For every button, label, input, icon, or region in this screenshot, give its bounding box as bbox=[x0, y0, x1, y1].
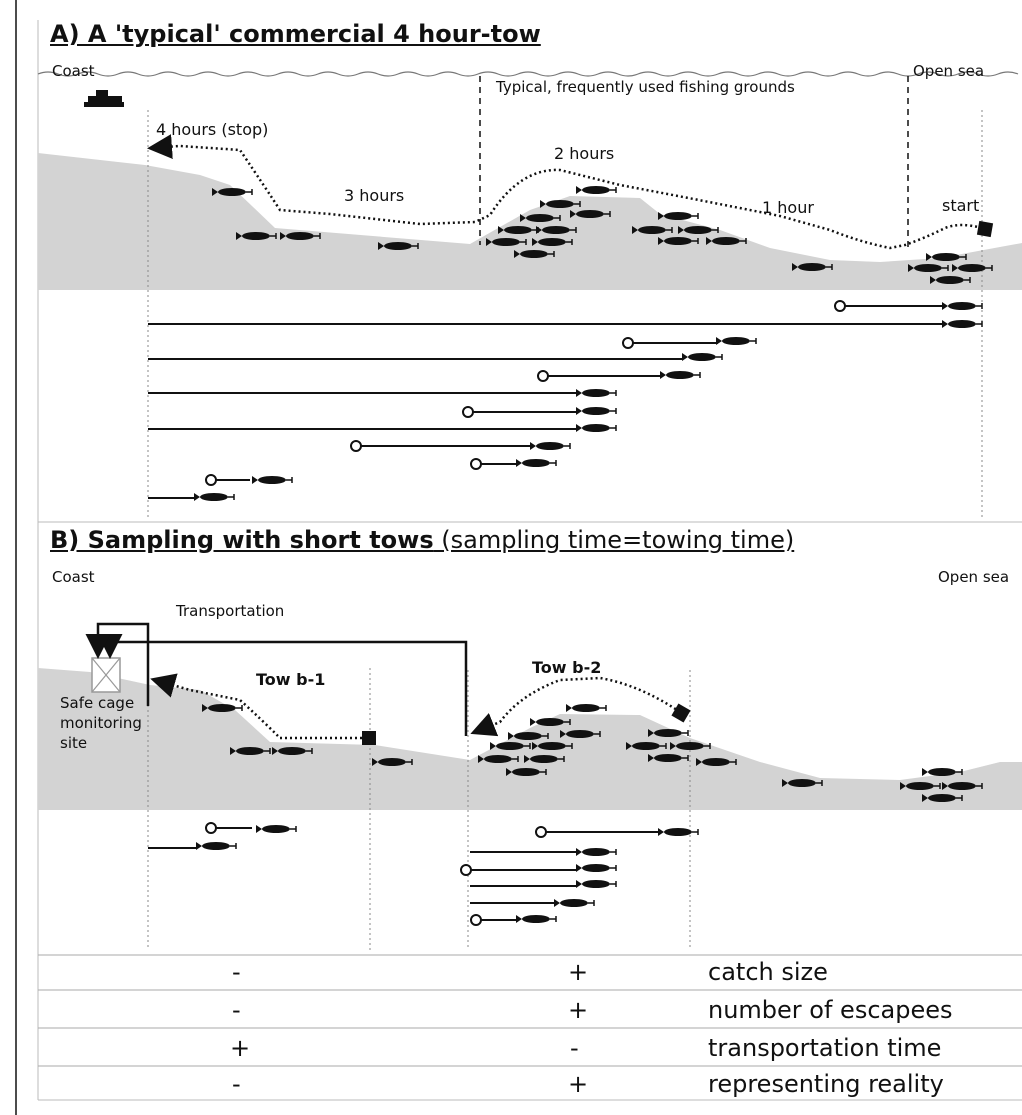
transport-time-label: transportation time bbox=[708, 1034, 942, 1062]
fishing-grounds-label: Typical, frequently used fishing grounds bbox=[496, 78, 795, 96]
section-a bbox=[37, 71, 1022, 520]
seabed-a bbox=[38, 153, 1022, 290]
cage-label-line1: Safe cage bbox=[60, 694, 135, 712]
net-start-marker-b1 bbox=[362, 731, 376, 745]
tow-b1-label: Tow b-1 bbox=[256, 670, 326, 689]
reality-b1: - bbox=[232, 1070, 241, 1098]
transport-arrow-b1 bbox=[85, 622, 150, 706]
escapees-b2: + bbox=[568, 996, 589, 1024]
section-b-title-rest: (sampling time=towing time) bbox=[433, 526, 795, 554]
transport-time-b1: + bbox=[230, 1034, 251, 1062]
escapees-label: number of escapees bbox=[708, 996, 953, 1024]
net-start-marker bbox=[976, 220, 994, 238]
fish-marker bbox=[575, 185, 617, 195]
catch-size-label: catch size bbox=[708, 958, 828, 986]
coast-label-b: Coast bbox=[52, 568, 95, 586]
coast-label-a: Coast bbox=[52, 62, 95, 80]
two-hours-label: 2 hours bbox=[554, 144, 615, 163]
reality-label: representing reality bbox=[708, 1070, 944, 1098]
stop-label: 4 hours (stop) bbox=[156, 120, 269, 139]
open-sea-label-b: Open sea bbox=[938, 568, 1010, 586]
section-b bbox=[38, 521, 1022, 950]
fish-marker bbox=[565, 703, 607, 713]
escapees-b1: - bbox=[232, 996, 241, 1024]
tow-b2-label: Tow b-2 bbox=[532, 658, 602, 677]
reality-b2: + bbox=[568, 1070, 589, 1098]
catch-size-b2: + bbox=[568, 958, 589, 986]
tow-path-b2 bbox=[470, 676, 681, 737]
section-a-title: A) A 'typical' commercial 4 hour-tow bbox=[50, 20, 541, 48]
net-start-marker-b2 bbox=[671, 703, 691, 723]
catch-timeline-b bbox=[148, 822, 699, 926]
one-hour-label: 1 hour bbox=[762, 198, 814, 217]
section-b-title-bold: B) Sampling with short tows bbox=[50, 526, 434, 554]
transport-time-b2: - bbox=[570, 1034, 579, 1062]
transportation-label: Transportation bbox=[176, 602, 285, 620]
open-sea-label-a: Open sea bbox=[913, 62, 985, 80]
boat-icon bbox=[84, 90, 124, 107]
section-b-title: B) Sampling with short tows (sampling ti… bbox=[50, 528, 794, 552]
safe-cage-icon bbox=[91, 657, 121, 693]
cage-label-line2: monitoring bbox=[60, 714, 142, 732]
tow-path-a bbox=[147, 134, 983, 250]
catch-size-b1: - bbox=[232, 958, 241, 986]
sea-surface-a bbox=[37, 71, 1019, 77]
start-label: start bbox=[942, 196, 980, 215]
comparison-table-grid bbox=[38, 954, 1022, 1067]
three-hours-label: 3 hours bbox=[344, 186, 405, 205]
catch-timeline-a bbox=[148, 300, 983, 502]
cage-label-line3: site bbox=[60, 734, 88, 752]
